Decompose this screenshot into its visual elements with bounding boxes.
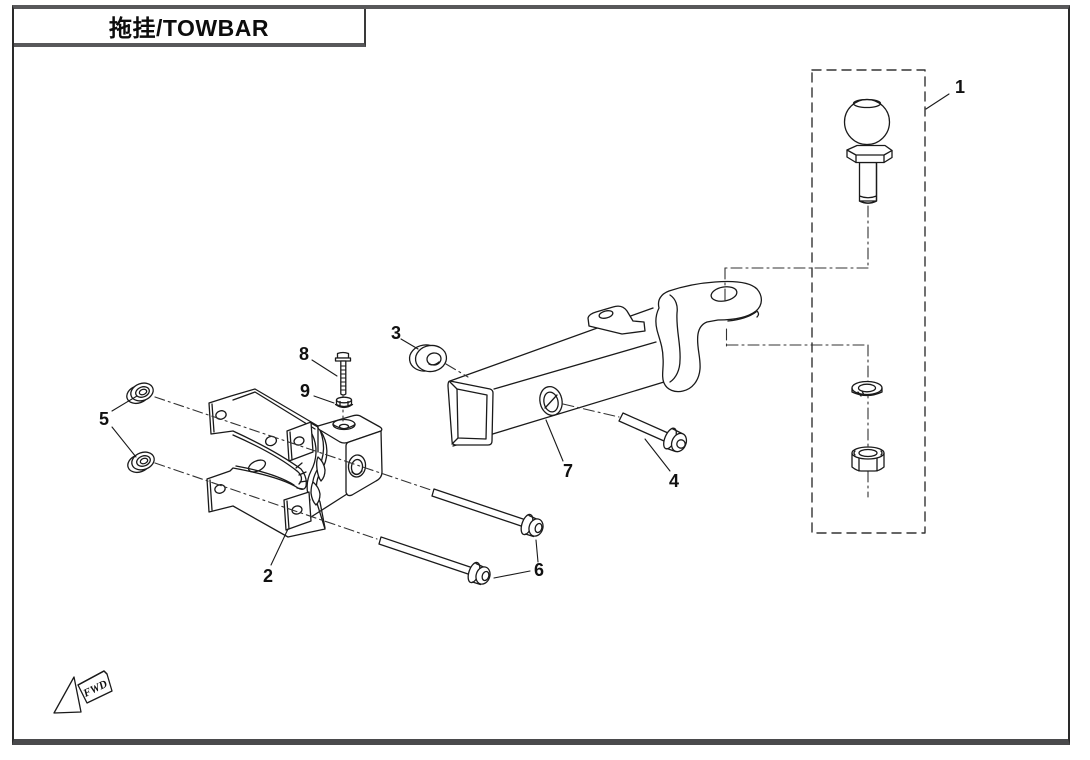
hex-nut xyxy=(851,446,885,472)
callout-8: 8 xyxy=(298,344,310,364)
callout-3: 3 xyxy=(390,323,402,343)
hex-flange-bolt-8 xyxy=(334,351,352,396)
center-lines xyxy=(445,205,869,498)
tow-ball xyxy=(843,98,893,204)
kit-boundary-box xyxy=(811,69,926,534)
callout-1: 1 xyxy=(954,77,966,97)
flange-nut-pair-5 xyxy=(126,382,155,474)
callout-9: 9 xyxy=(299,381,311,401)
fwd-direction-arrow: FWD xyxy=(53,670,113,714)
callout-7: 7 xyxy=(562,461,574,481)
callout-2: 2 xyxy=(262,566,274,586)
long-hex-bolts xyxy=(378,488,544,586)
callout-4: 4 xyxy=(668,471,680,491)
diagram-title: 拖挂/TOWBAR xyxy=(109,15,269,41)
leader-lines xyxy=(111,93,950,579)
callout-5: 5 xyxy=(98,409,110,429)
lock-washer xyxy=(851,380,883,397)
callout-6: 6 xyxy=(533,560,545,580)
towbar-tube xyxy=(447,280,763,447)
flange-nut-3 xyxy=(408,344,448,373)
flange-nut-9 xyxy=(334,396,354,409)
mount-bracket xyxy=(206,388,383,538)
title-block: 拖挂/TOWBAR xyxy=(14,9,366,47)
hex-flange-bolt-4 xyxy=(618,412,688,453)
